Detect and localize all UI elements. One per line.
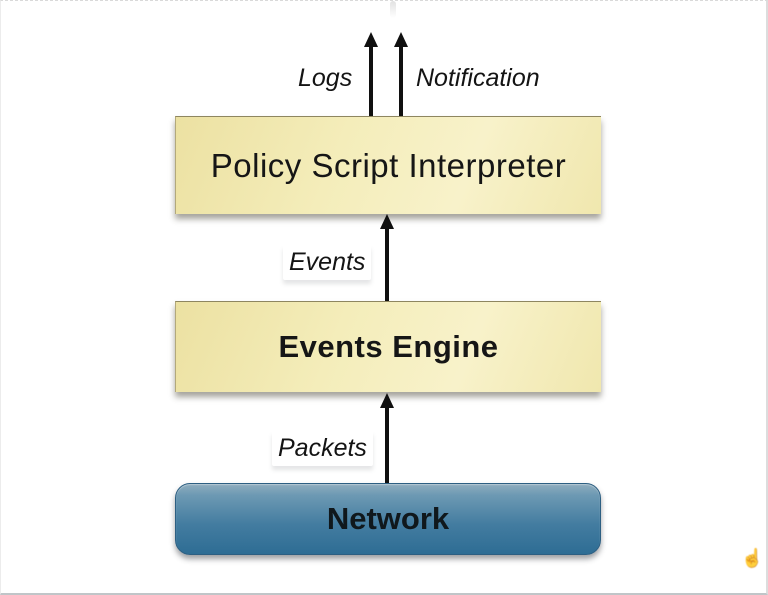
policy-script-interpreter-label: Policy Script Interpreter [210, 146, 567, 184]
events-label: Events [283, 245, 372, 280]
packets-arrow [379, 393, 395, 483]
events-engine-label: Events Engine [278, 329, 499, 364]
arrow-up-icon [394, 32, 408, 47]
network-box: Network [175, 483, 601, 555]
notification-label: Notification [416, 64, 540, 92]
arrow-up-icon [380, 393, 394, 408]
faded-smudge-artifact [390, 1, 396, 18]
hand-cursor-watermark-icon: ☝ [741, 548, 764, 568]
logs-arrow [363, 32, 379, 116]
notification-arrow [393, 32, 409, 116]
events-arrow [379, 214, 395, 301]
events-engine-box: Events Engine [175, 301, 601, 392]
arrow-up-icon [364, 32, 378, 47]
network-label: Network [326, 501, 450, 536]
logs-label: Logs [298, 64, 353, 92]
arrow-up-icon [380, 214, 394, 229]
packets-label: Packets [272, 431, 373, 466]
policy-script-interpreter-box: Policy Script Interpreter [175, 116, 601, 214]
